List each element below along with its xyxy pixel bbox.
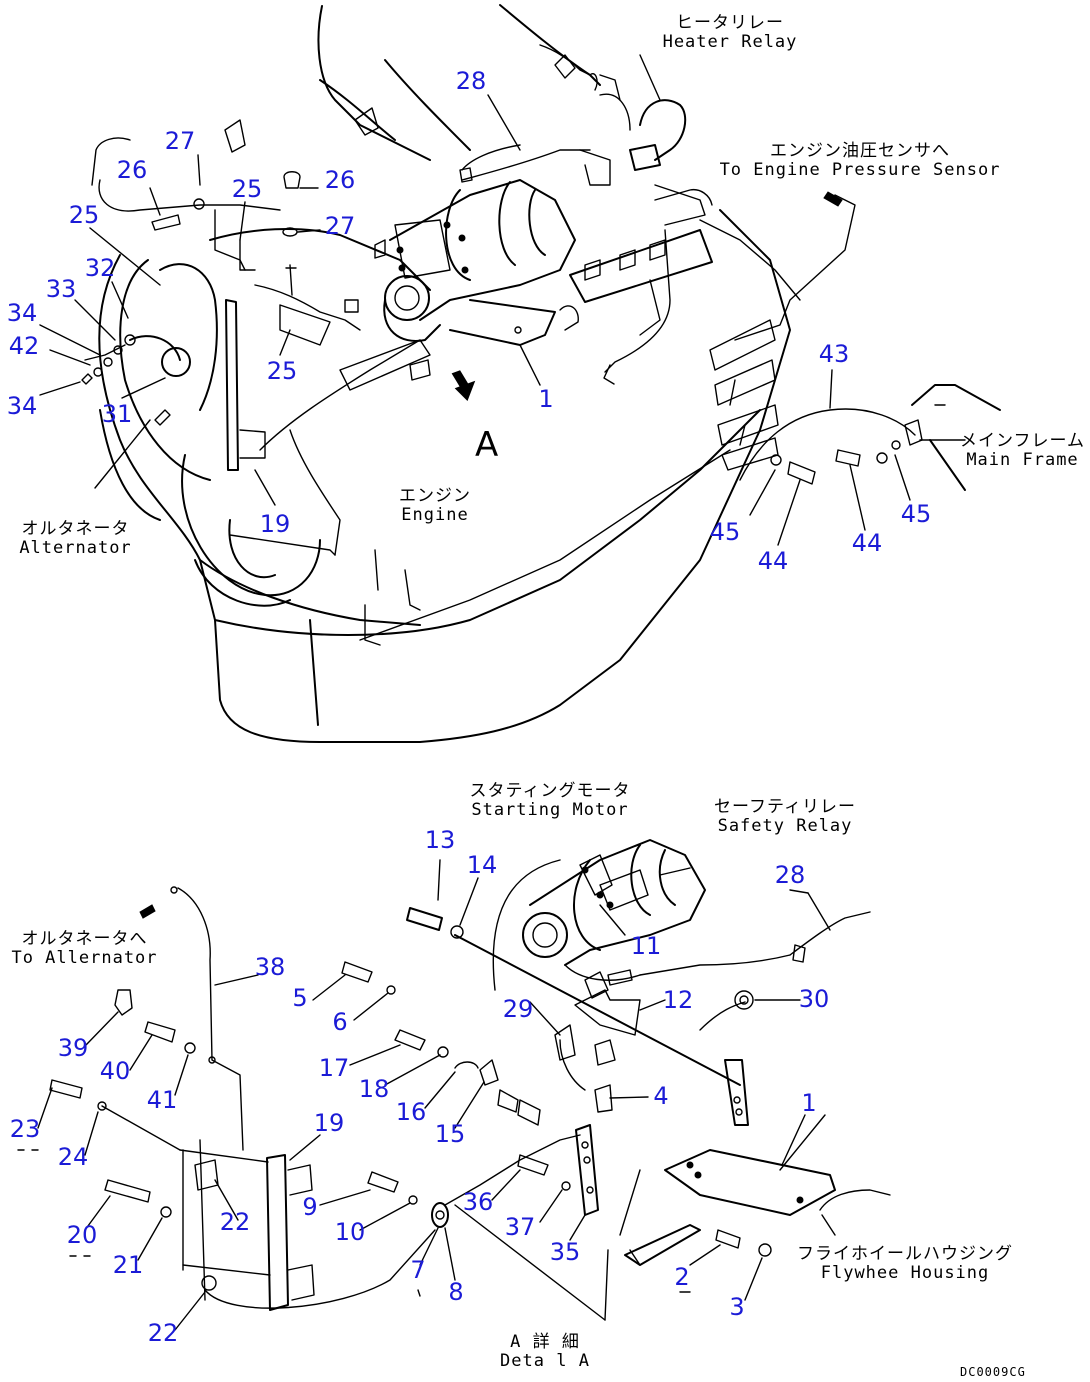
callout-45: 45 [709,518,741,546]
callout-27: 27 [164,127,196,155]
callout-38: 38 [254,953,286,981]
callout-35: 35 [549,1238,581,1266]
leader-lines-lower [37,859,809,1331]
drawing-code: DC0009CG [960,1365,1026,1379]
callout-40: 40 [99,1057,131,1085]
callout-1: 1 [801,1089,817,1117]
callout-21: 21 [112,1251,144,1279]
callout-45: 45 [900,500,932,528]
callout-30: 30 [798,985,830,1013]
engine-outline [81,4,1001,743]
callout-32: 32 [84,254,116,282]
callout-15: 15 [434,1120,466,1148]
callout-5: 5 [292,984,308,1012]
callout-28: 28 [774,861,806,889]
callout-22: 22 [219,1208,251,1236]
callout-2: 2 [674,1263,690,1291]
callout-7: 7 [410,1256,426,1284]
callout-24: 24 [57,1143,89,1171]
callout-27: 27 [324,212,356,240]
callout-18: 18 [358,1075,390,1103]
leader-lines-upper [39,54,966,546]
callout-39: 39 [57,1034,89,1062]
callout-36: 36 [462,1188,494,1216]
callout-37: 37 [504,1213,536,1241]
callout-4: 4 [653,1082,669,1110]
label-detail-a: A 詳 細 Deta l A [500,1332,590,1371]
label-heater-relay: ヒータリレー Heater Relay [662,13,798,52]
callout-42: 42 [8,332,40,360]
label-engine: エンジン Engine [399,486,471,525]
label-safety-relay: セーフティリレー Safety Relay [714,797,856,836]
callout-34: 34 [6,392,38,420]
callout-28: 28 [455,67,487,95]
callout-9: 9 [302,1193,318,1221]
callout-10: 10 [334,1218,366,1246]
callout-20: 20 [66,1221,98,1249]
callout-17: 17 [318,1054,350,1082]
callout-8: 8 [448,1278,464,1306]
callout-16: 16 [395,1098,427,1126]
callout-31: 31 [101,400,133,428]
callout-23: 23 [9,1115,41,1143]
callout-14: 14 [466,851,498,879]
callout-1: 1 [538,385,554,413]
view-letter-a: A [475,425,499,465]
callout-25: 25 [68,201,100,229]
callout-25: 25 [266,357,298,385]
detail-a-drawing [17,839,891,1321]
label-flywheel-housing: フライホイールハウジング Flywhee Housing [797,1244,1013,1283]
callout-13: 13 [424,826,456,854]
callout-41: 41 [146,1086,178,1114]
label-main-frame: メインフレーム Main Frame [960,431,1085,470]
callout-6: 6 [332,1008,348,1036]
callout-33: 33 [45,275,77,303]
callout-43: 43 [818,340,850,368]
callout-26: 26 [324,166,356,194]
callout-12: 12 [662,986,694,1014]
callout-3: 3 [729,1293,745,1321]
callout-19: 19 [259,510,291,538]
callout-34: 34 [6,299,38,327]
callout-11: 11 [630,932,662,960]
callout-29: 29 [502,995,534,1023]
callout-25: 25 [231,175,263,203]
callout-22: 22 [147,1319,179,1347]
callout-19: 19 [313,1109,345,1137]
callout-44: 44 [757,547,789,575]
label-engine-pressure-sensor: エンジン油圧センサへ To Engine Pressure Sensor [719,141,1001,180]
callout-26: 26 [116,156,148,184]
label-to-alternator: オルタネータへ To Allernator [11,929,158,968]
label-starting-motor: スタティングモータ Starting Motor [469,781,631,820]
callout-44: 44 [851,529,883,557]
label-alternator: オルタネータ Alternator [19,519,132,558]
